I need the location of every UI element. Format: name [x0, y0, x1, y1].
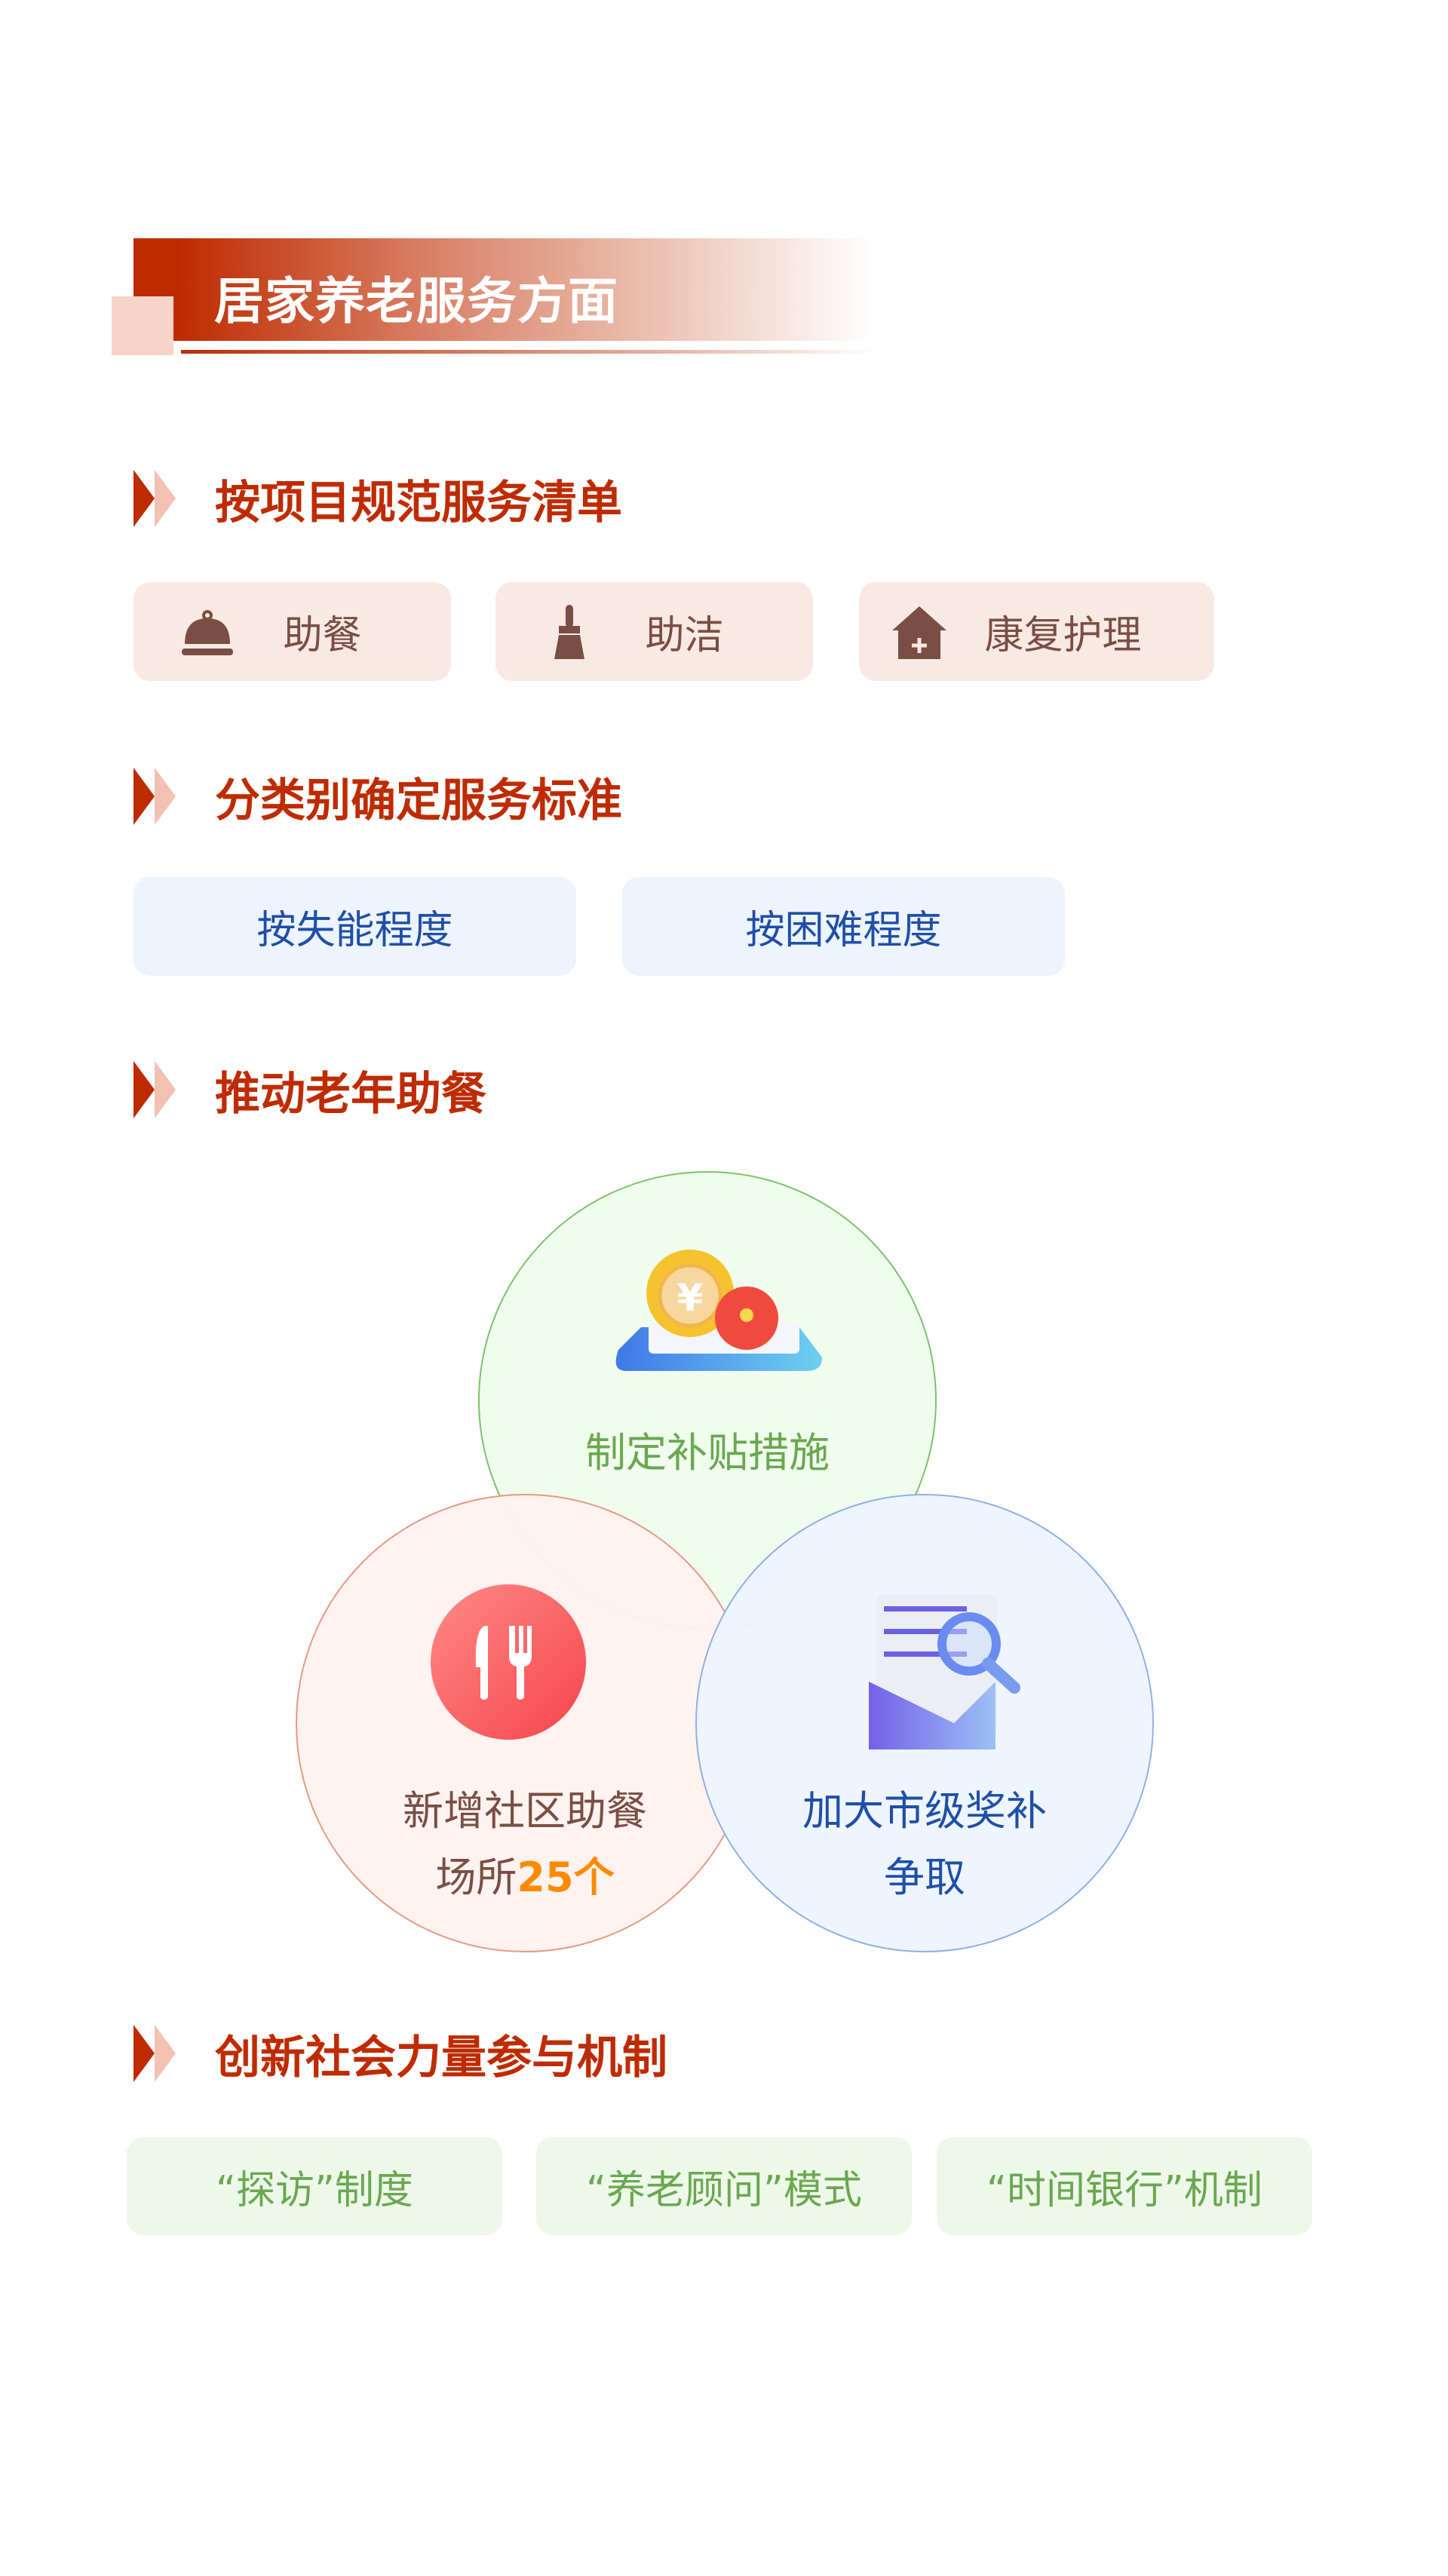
standard-hardship-level: 按困难程度 — [622, 877, 1065, 976]
section-heading-service-list: 按项目规范服务清单 — [133, 468, 622, 529]
mechanism-elderly-advisor: “养老顾问”模式 — [536, 2137, 912, 2235]
double-arrow-icon — [133, 2025, 176, 2082]
knife-fork-icon — [431, 1584, 586, 1740]
mechanism-visit-system: “探访”制度 — [127, 2137, 502, 2235]
service-item-meal: 助餐 — [133, 582, 451, 681]
double-arrow-icon — [133, 470, 176, 527]
circle-label-meal-sites: 新增社区助餐 场所25个 — [403, 1787, 647, 1901]
double-arrow-icon — [133, 768, 176, 825]
mechanism-time-bank: “时间银行”机制 — [937, 2137, 1312, 2235]
service-item-rehab-care: 康复护理 — [859, 582, 1214, 681]
section-heading-service-standard: 分类别确定服务标准 — [133, 766, 622, 827]
header-underline — [181, 350, 875, 354]
cloche-icon — [182, 610, 233, 655]
broom-icon — [554, 605, 584, 659]
page-title: 居家养老服务方面 — [214, 272, 618, 330]
double-arrow-icon — [133, 1061, 176, 1118]
header-banner — [133, 238, 873, 341]
circle-label-city-award: 加大市级奖补 争取 — [802, 1787, 1047, 1901]
standard-disability-level: 按失能程度 — [133, 877, 576, 976]
document-search-icon — [869, 1594, 1020, 1750]
svg-text:¥: ¥ — [677, 1276, 704, 1320]
section-heading-social-forces: 创新社会力量参与机制 — [133, 2023, 667, 2084]
subsidy-coin-icon: ¥ — [615, 1250, 822, 1371]
meal-sites-count: 25个 — [517, 1854, 615, 1901]
header-accent-square — [112, 296, 173, 355]
section-heading-elderly-meal: 推动老年助餐 — [133, 1060, 486, 1121]
house-plus-icon — [892, 606, 946, 659]
circle-label-subsidy: 制定补贴措施 — [585, 1429, 830, 1477]
service-item-cleaning: 助洁 — [495, 582, 813, 681]
